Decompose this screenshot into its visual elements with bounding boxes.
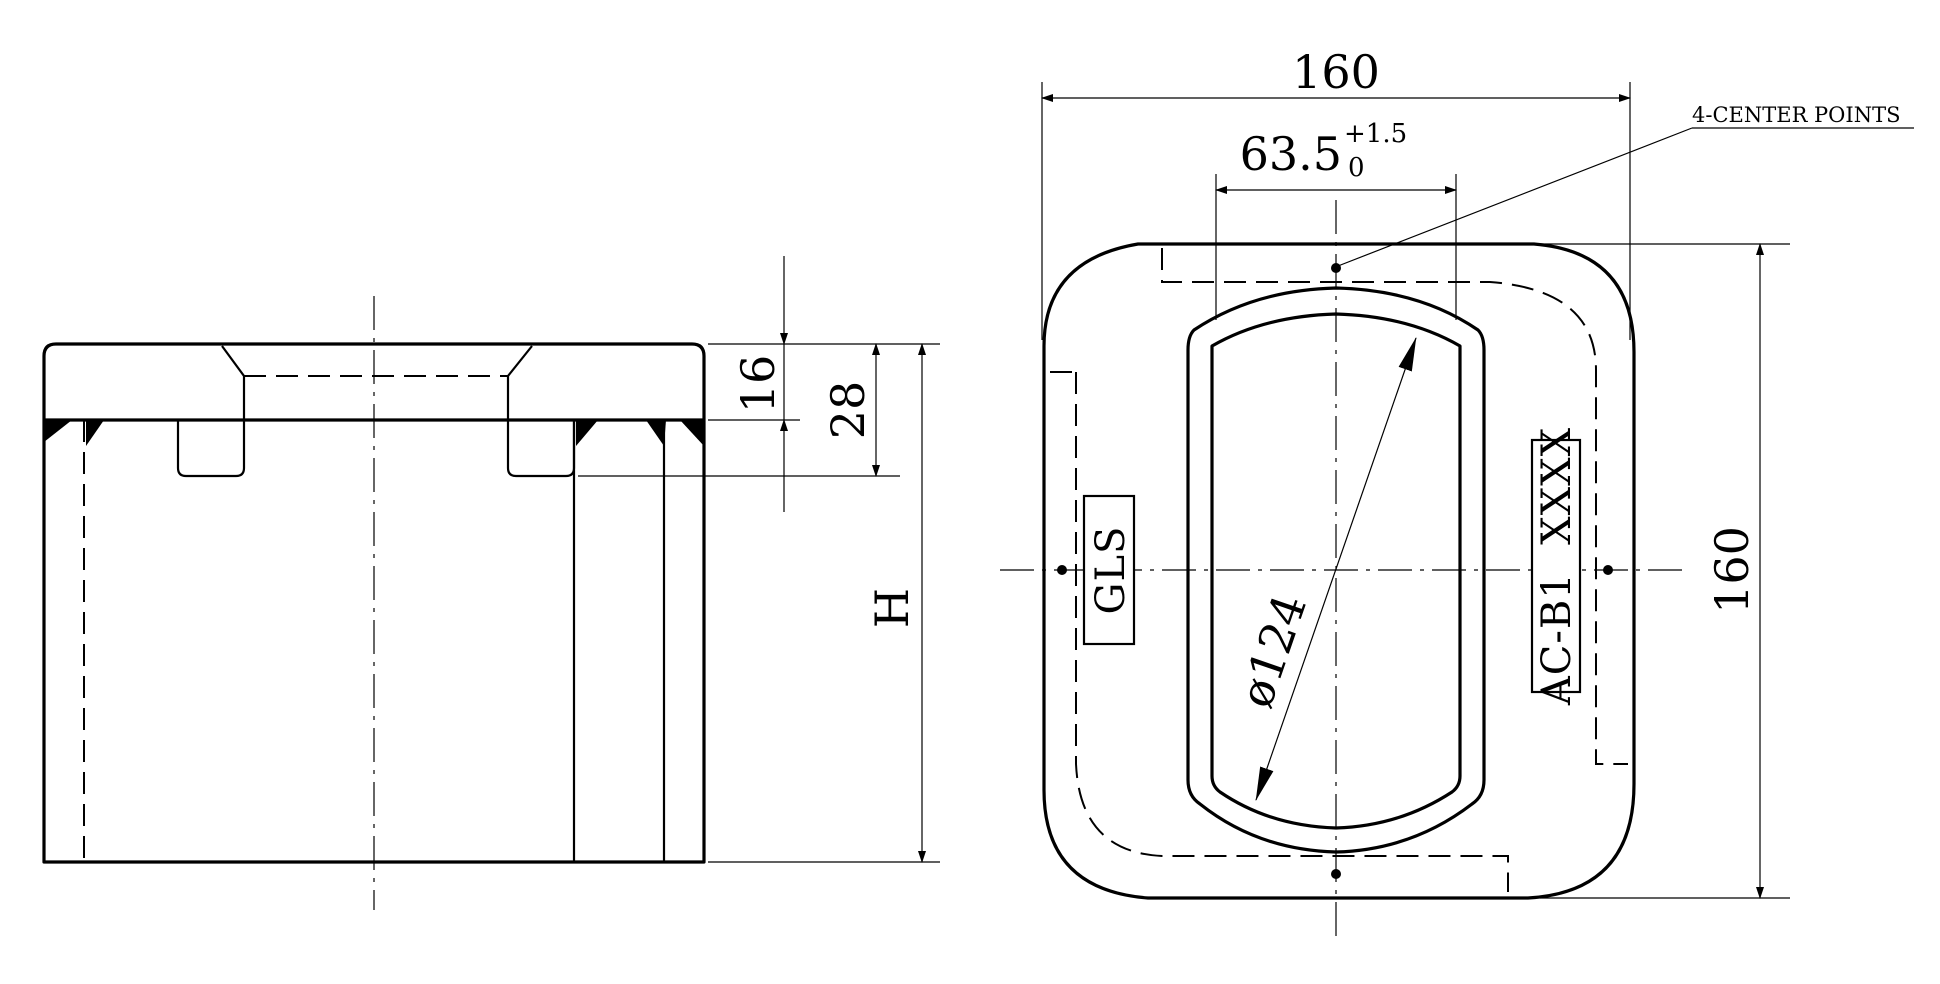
center-point — [1603, 565, 1613, 575]
mark-acb1-box — [1530, 438, 1582, 694]
chamfer-mark — [86, 420, 104, 446]
center-point — [1331, 263, 1341, 273]
side-body-outline — [42, 342, 706, 864]
dim-160-width-label: 160 — [1292, 45, 1380, 99]
mark-gls-box — [1082, 494, 1136, 646]
dim-h-label: H — [865, 588, 919, 628]
side-view: 16 28 H — [42, 256, 940, 910]
top-body-outline — [1042, 242, 1636, 900]
diameter-dim-line — [1255, 337, 1417, 801]
center-point — [1331, 869, 1341, 879]
chamfer-mark — [576, 420, 598, 446]
hidden-inner-outline — [1161, 248, 1628, 765]
dim-diameter-label: ø124 — [1229, 587, 1318, 714]
dim-16-label: 16 — [731, 355, 785, 414]
chamfer-mark — [680, 420, 704, 446]
leader-label: 4-CENTER POINTS — [1692, 103, 1900, 127]
dim-28-label: 28 — [821, 381, 875, 440]
chamfer-mark — [646, 420, 666, 446]
leader-line — [1337, 127, 1693, 267]
chamfer-mark — [44, 420, 72, 442]
tolerance-lower: 0 — [1348, 153, 1365, 183]
dim-opening-label: 63.5 — [1240, 127, 1342, 181]
tolerance-upper: +1.5 — [1344, 119, 1407, 149]
mark-gls-label: GLS — [1088, 526, 1134, 615]
center-point — [1057, 565, 1067, 575]
mark-acb1-label: AC-B1 XXXX — [1534, 427, 1580, 706]
opening-inner — [1210, 312, 1462, 830]
top-view: ø124 160 63.5 +1.5 0 160 4-CENTER POINTS… — [1000, 45, 1914, 940]
dim-160-height-label: 160 — [1705, 526, 1759, 614]
opening-outer — [1186, 286, 1486, 854]
